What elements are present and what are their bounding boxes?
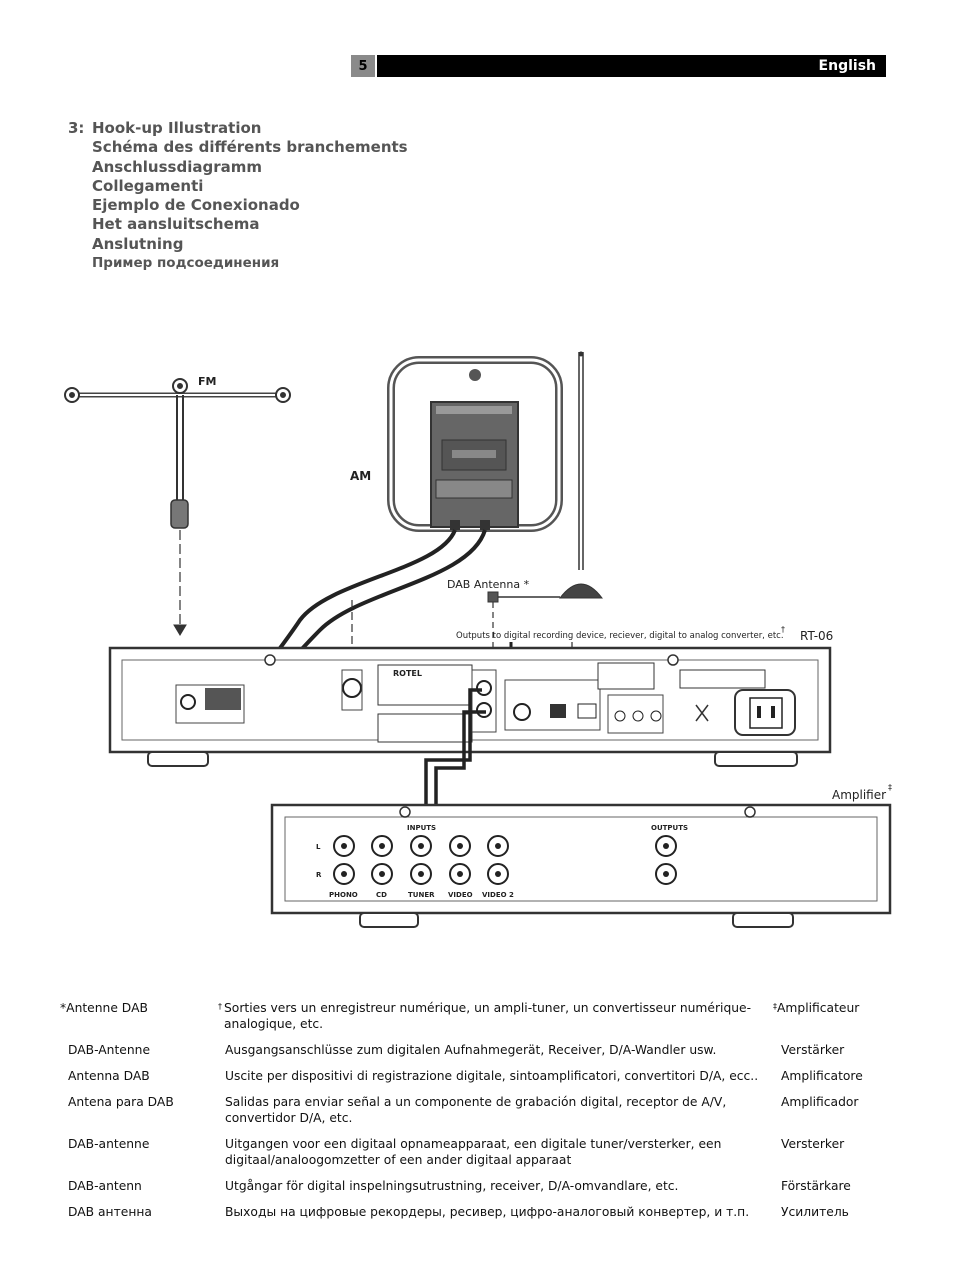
outputs-footnote-mark: †: [218, 1002, 222, 1011]
dab-label: DAB Antenna *: [447, 578, 530, 591]
section-title-it: Collegamenti: [92, 176, 204, 195]
section-titles: Hook-up Illustration Schéma des différen…: [92, 119, 408, 273]
amp-outputs-label: OUTPUTS: [651, 824, 688, 832]
footnote-table: *Antenne DAB †Sorties vers un enregistre…: [60, 1000, 893, 1230]
table-row: Antena para DAB Salidas para enviar seña…: [60, 1094, 893, 1136]
amp-channel-r: R: [316, 871, 322, 879]
amp-term: Amplificador: [781, 1095, 859, 1109]
amp-inputs-label: INPUTS: [407, 824, 436, 832]
fm-antenna: [64, 378, 291, 636]
dab-term: DAB-antenne: [68, 1137, 150, 1151]
outputs-term: Salidas para enviar señal a un component…: [225, 1095, 727, 1125]
table-row: DAB-antenn Utgångar för digital inspelni…: [60, 1178, 893, 1204]
section-title-fr: Schéma des différents branchements: [92, 138, 408, 157]
amp-mark: ‡: [888, 783, 892, 792]
amp-label: Amplifier: [832, 788, 886, 802]
outputs-term: Utgångar för digital inspelningsutrustni…: [225, 1179, 679, 1193]
outputs-term: Ausgangsanschlüsse zum digitalen Aufnahm…: [225, 1043, 717, 1057]
section-title-ru: Пример подсоединения: [92, 255, 280, 272]
section-title-es: Ejemplo de Conexionado: [92, 196, 300, 215]
amp-cell: ‡Amplificateur: [773, 1000, 893, 1042]
am-antenna: [387, 356, 563, 532]
amp-term: Versterker: [781, 1137, 845, 1151]
amp-term: Amplificateur: [777, 1001, 860, 1015]
section-number: 3:: [68, 119, 85, 137]
dab-term: Antenna DAB: [68, 1069, 150, 1083]
table-row: DAB антенна Выходы на цифровые рекордеры…: [60, 1204, 893, 1230]
outputs-mark: †: [781, 625, 785, 634]
table-row: Antenna DAB Uscite per dispositivi di re…: [60, 1068, 893, 1094]
am-label: AM: [350, 469, 371, 483]
amp-term: Amplificatore: [781, 1069, 863, 1083]
table-row: DAB-Antenne Ausgangsanschlüsse zum digit…: [60, 1042, 893, 1068]
section-title-en: Hook-up Illustration: [92, 119, 262, 137]
amp-input-video: VIDEO: [448, 891, 473, 899]
language-label: English: [818, 58, 876, 74]
amp-input-cd: CD: [376, 891, 387, 899]
interconnect-cable: [424, 688, 486, 850]
hookup-diagram: FM AM DAB Antenna * Outputs to digital r…: [64, 351, 892, 928]
section-title-de: Anschlussdiagramm: [92, 157, 262, 176]
amp-term: Förstärkare: [781, 1179, 851, 1193]
dab-mark: *: [524, 578, 530, 591]
dab-term: Antena para DAB: [68, 1095, 174, 1109]
section-title-nl: Het aansluitschema: [92, 215, 260, 234]
dab-cell: *Antenne DAB: [60, 1000, 218, 1042]
dab-footnote-mark: *: [60, 1001, 67, 1015]
outputs-cell: †Sorties vers un enregistreur numérique,…: [218, 1000, 773, 1042]
amp-input-phono: PHONO: [329, 891, 358, 899]
outputs-term: Sorties vers un enregistreur numérique, …: [224, 1001, 752, 1031]
outputs-note: Outputs to digital recording device, rec…: [456, 631, 784, 641]
language-banner: English: [377, 55, 886, 77]
dab-label-text: DAB Antenna: [447, 578, 520, 591]
fm-label: FM: [198, 375, 216, 388]
dab-term: DAB-antenn: [68, 1179, 142, 1193]
page-number: 5: [351, 55, 375, 77]
brand-label: ROTEL: [393, 669, 422, 678]
table-row: DAB-antenne Uitgangen voor een digitaal …: [60, 1136, 893, 1178]
outputs-term: Uscite per dispositivi di registrazione …: [225, 1069, 759, 1083]
amp-footnote-mark: ‡: [773, 1002, 777, 1011]
amp-label-text: Amplifier: [832, 788, 886, 802]
dab-antenna: [487, 351, 604, 685]
amp-input-video2: VIDEO 2: [482, 891, 514, 899]
amp-term: Усилитель: [781, 1205, 849, 1219]
amp-term: Verstärker: [781, 1043, 845, 1057]
dab-term: DAB антенна: [68, 1205, 152, 1219]
outputs-note-text: Outputs to digital recording device, rec…: [456, 631, 784, 641]
amp-input-tuner: TUNER: [408, 891, 435, 899]
amplifier-rear-panel: INPUTS OUTPUTS L R PHONO CD TUNER VIDEO …: [270, 803, 892, 928]
table-row: *Antenne DAB †Sorties vers un enregistre…: [60, 1000, 893, 1042]
outputs-term: Uitgangen voor een digitaal opnameappara…: [225, 1137, 722, 1167]
unit-label: RT-06: [800, 629, 833, 643]
amp-channel-l: L: [316, 843, 321, 851]
outputs-term: Выходы на цифровые рекордеры, ресивер, ц…: [225, 1205, 750, 1219]
dab-term: DAB-Antenne: [68, 1043, 151, 1057]
section-title-sv: Anslutning: [92, 234, 184, 253]
dab-term: Antenne DAB: [66, 1001, 148, 1015]
